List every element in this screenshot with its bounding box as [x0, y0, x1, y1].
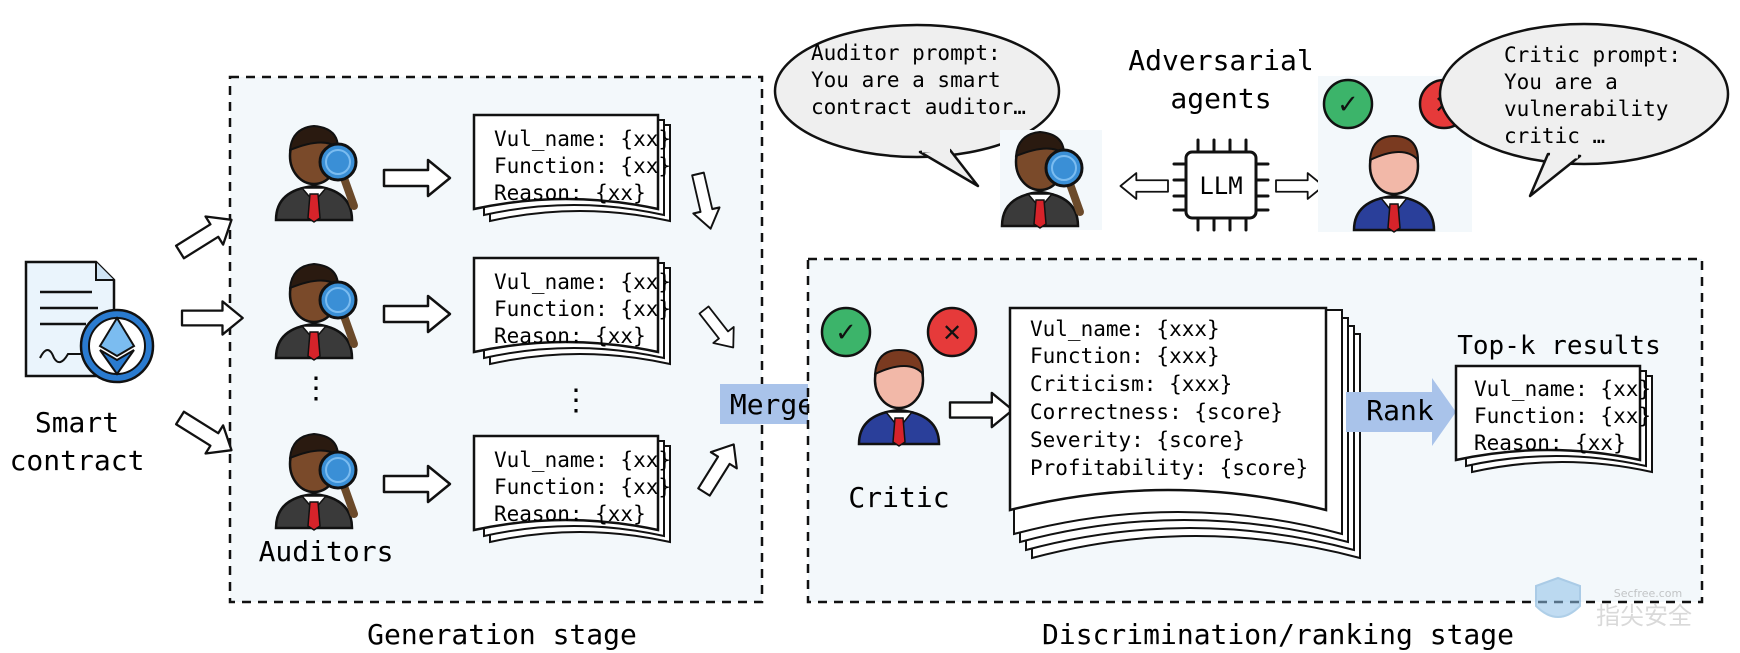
- llm-label: LLM: [1199, 172, 1242, 200]
- critic-prompt-line1: Critic prompt:: [1504, 43, 1681, 67]
- auditor-output-1-line2: Function: {xx}: [494, 154, 671, 178]
- critic-output-doc: [1008, 306, 1361, 560]
- auditor-output-1-line3: Reason: {xx}: [494, 181, 646, 205]
- auditor-output-2-line1: Vul_name: {xx}: [494, 270, 671, 294]
- auditor-prompt-bubble: [773, 23, 1061, 188]
- critic-check-icon: ✓: [835, 318, 857, 348]
- auditor-output-2-line2: Function: {xx}: [494, 297, 671, 321]
- auditor-output-3-line3: Reason: {xx}: [494, 502, 646, 526]
- critic-output-line4: Correctness: {score}: [1030, 400, 1283, 424]
- smart-contract-icon: [24, 260, 155, 384]
- merge-label: Merge: [730, 388, 814, 421]
- critic-output-line3: Criticism: {xxx}: [1030, 372, 1232, 396]
- critic-output-line1: Vul_name: {xxx}: [1030, 317, 1220, 341]
- generation-stage-label: Generation stage: [367, 618, 637, 651]
- critic-output-line6: Profitability: {score}: [1030, 456, 1308, 480]
- adversarial-check-icon: ✓: [1337, 90, 1359, 120]
- rank-arrow: [1346, 378, 1456, 446]
- critic-label: Critic: [848, 481, 949, 514]
- topk-label: Top-k results: [1457, 331, 1661, 361]
- critic-cross-icon: ✕: [942, 319, 962, 347]
- watermark-shield-icon: [1535, 576, 1581, 618]
- llm-chip-icon: [1172, 138, 1270, 232]
- watermark: Secfree.com 指尖安全: [1535, 576, 1692, 630]
- critic-output-line2: Function: {xxx}: [1030, 344, 1220, 368]
- critic-prompt-line4: critic …: [1504, 124, 1605, 148]
- auditor-output-1-line1: Vul_name: {xx}: [494, 127, 671, 151]
- auditors-label: Auditors: [259, 535, 394, 568]
- critic-output-line5: Severity: {score}: [1030, 428, 1245, 452]
- outputs-vdots: ⋮: [561, 383, 591, 418]
- watermark-brand: 指尖安全: [1596, 602, 1692, 630]
- adversarial-label-line1: Adversarial: [1128, 44, 1313, 77]
- smart-contract-label-line1: Smart: [35, 406, 119, 439]
- auditors-vdots: ⋮: [301, 371, 331, 406]
- discrimination-stage-label: Discrimination/ranking stage: [1042, 618, 1514, 651]
- arrow-llm-to-auditor: [1119, 172, 1169, 200]
- auditor-output-3-line2: Function: {xx}: [494, 475, 671, 499]
- rank-label: Rank: [1366, 394, 1434, 427]
- arrow-llm-to-critic: [1275, 172, 1325, 200]
- critic-prompt-bubble: [1438, 22, 1730, 198]
- auditor-output-3-line1: Vul_name: {xx}: [494, 448, 671, 472]
- auditor-prompt-line3: contract auditor…: [811, 95, 1026, 119]
- critic-prompt-line2: You are a: [1504, 70, 1618, 94]
- adversarial-label-line2: agents: [1170, 82, 1271, 115]
- smart-contract-label-line2: contract: [10, 444, 145, 477]
- topk-output-line2: Function: {xx}: [1474, 404, 1651, 428]
- critic-prompt-line3: vulnerability: [1504, 97, 1668, 121]
- topk-output-line1: Vul_name: {xx}: [1474, 377, 1651, 401]
- watermark-site: Secfree.com: [1614, 587, 1682, 600]
- topk-output-line3: Reason: {xx}: [1474, 431, 1626, 455]
- auditor-prompt-line1: Auditor prompt:: [811, 41, 1001, 65]
- auditor-output-2-line3: Reason: {xx}: [494, 324, 646, 348]
- auditor-prompt-line2: You are a smart: [811, 68, 1001, 92]
